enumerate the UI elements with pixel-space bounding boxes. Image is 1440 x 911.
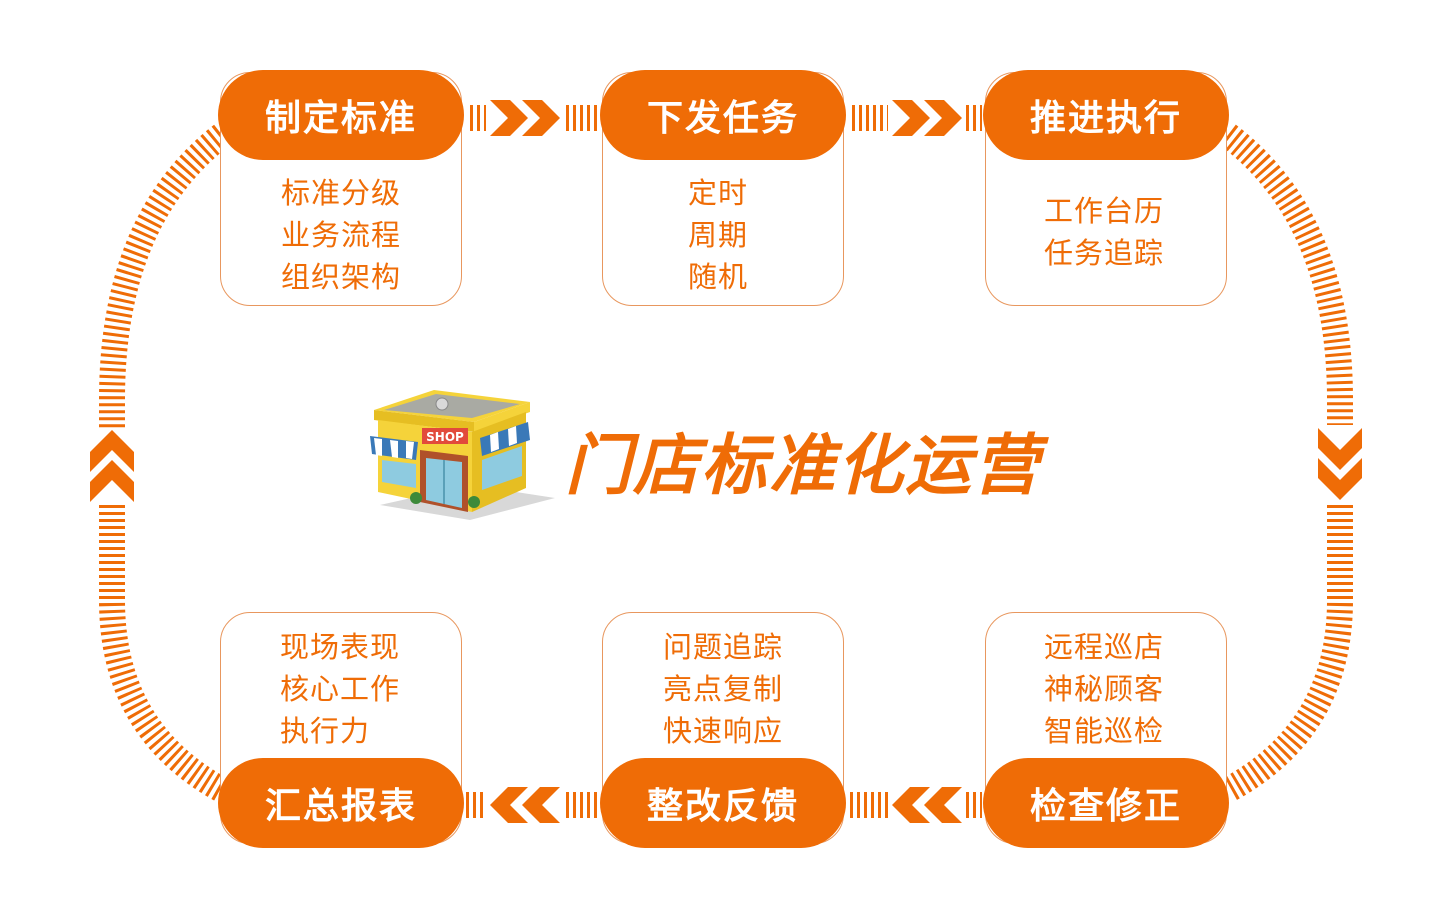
pill-step-1-title: 制定标准	[218, 70, 464, 160]
step-1-item: 业务流程	[280, 218, 401, 252]
step-2-item: 定时	[687, 176, 748, 210]
step-5-item: 快速响应	[662, 714, 783, 748]
step-2-items: 定时 周期 随机	[602, 172, 834, 298]
step-4-item: 远程巡店	[1043, 630, 1164, 664]
step-6-item: 现场表现	[280, 630, 401, 664]
chevron-up-left	[90, 430, 134, 502]
connector-5-6	[466, 787, 598, 823]
pill-step-3-title: 推进执行	[983, 70, 1229, 160]
chevron-down-right	[1318, 428, 1362, 500]
step-4-items: 远程巡店 神秘顾客 智能巡检	[985, 626, 1223, 752]
loop-segment-left-bottom	[99, 505, 229, 802]
pill-step-5-title: 整改反馈	[600, 758, 846, 848]
step-5-item: 问题追踪	[662, 630, 783, 664]
step-6-items: 现场表现 核心工作 执行力	[280, 626, 410, 752]
step-1-item: 标准分级	[280, 176, 401, 210]
step-3-item: 工作台历	[1043, 194, 1164, 228]
step-5-items: 问题追踪 亮点复制 快速响应	[602, 626, 844, 752]
connector-2-3	[852, 100, 982, 136]
step-3-items: 工作台历 任务追踪	[985, 190, 1223, 274]
pill-step-4-title: 检查修正	[983, 758, 1229, 848]
step-4-item: 神秘顾客	[1043, 672, 1164, 706]
loop-segment-right-bottom	[1221, 505, 1353, 802]
step-1-item: 组织架构	[280, 260, 401, 294]
step-4-item: 智能巡检	[1043, 714, 1164, 748]
pill-step-6-title: 汇总报表	[218, 758, 464, 848]
pill-step-2-title: 下发任务	[600, 70, 846, 160]
center-title: 门店标准化运营	[565, 427, 1041, 504]
loop-segment-right-top	[1220, 124, 1353, 425]
step-2-item: 周期	[687, 218, 748, 252]
step-2-item: 随机	[687, 260, 748, 294]
step-3-item: 任务追踪	[1043, 236, 1164, 270]
step-5-item: 亮点复制	[662, 672, 783, 706]
loop-segment-left-top	[99, 124, 231, 430]
connector-4-5	[850, 787, 982, 823]
shop-sign	[422, 428, 468, 444]
step-6-item: 执行力	[280, 714, 371, 748]
shop-icon: SHOP	[370, 390, 555, 520]
step-1-items: 标准分级 业务流程 组织架构	[220, 172, 462, 298]
shop-sign-text: SHOP	[426, 430, 464, 444]
step-6-item: 核心工作	[280, 672, 401, 706]
connector-1-2	[470, 100, 598, 136]
